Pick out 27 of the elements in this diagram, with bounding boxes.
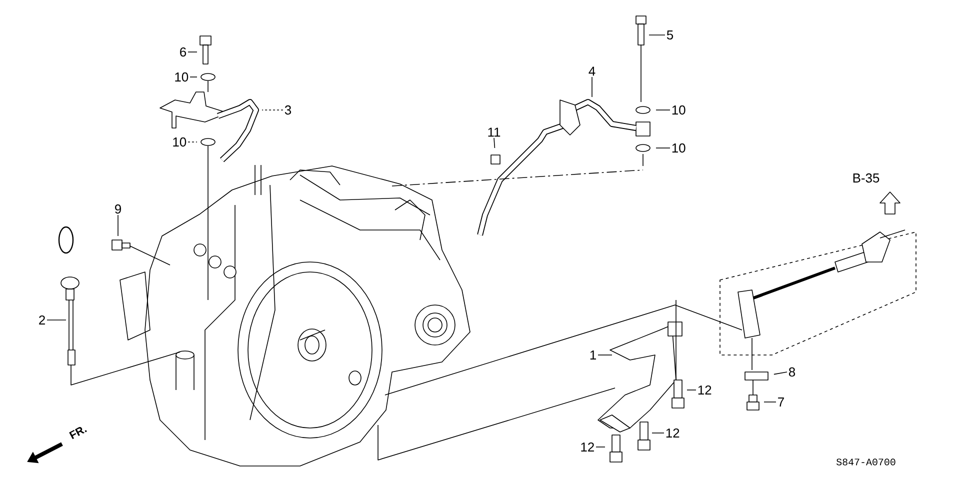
callout-number: 5 bbox=[666, 30, 674, 40]
diagram-code: S847-A0700 bbox=[836, 458, 896, 466]
front-label: FR. bbox=[69, 427, 87, 440]
callout-number: 8 bbox=[788, 367, 796, 377]
callout-number: 10 bbox=[672, 143, 686, 153]
callout-number: 10 bbox=[173, 137, 186, 147]
callout-number: 12 bbox=[581, 442, 594, 452]
leader-line bbox=[596, 446, 606, 448]
leader-line bbox=[494, 138, 496, 148]
callout-number: 12 bbox=[666, 428, 680, 438]
callout-number: 10 bbox=[672, 105, 686, 115]
leader-line bbox=[598, 354, 612, 356]
callout-number: 11 bbox=[488, 128, 500, 137]
callout-number: 4 bbox=[588, 66, 596, 76]
callout-number: 6 bbox=[180, 47, 186, 57]
callout-number: 12 bbox=[698, 385, 712, 395]
callout-number: 2 bbox=[39, 315, 45, 325]
callout-number: 10 bbox=[175, 72, 188, 82]
leader-line bbox=[648, 34, 666, 36]
callout-number: 3 bbox=[284, 105, 292, 115]
reference-label: B-35 bbox=[853, 173, 880, 183]
leader-line bbox=[652, 432, 664, 434]
leader-line bbox=[190, 76, 198, 78]
callout-number: 9 bbox=[115, 204, 121, 214]
callout-number: 1 bbox=[590, 350, 596, 360]
leader-line bbox=[774, 372, 788, 375]
callout-number: 7 bbox=[778, 398, 784, 406]
